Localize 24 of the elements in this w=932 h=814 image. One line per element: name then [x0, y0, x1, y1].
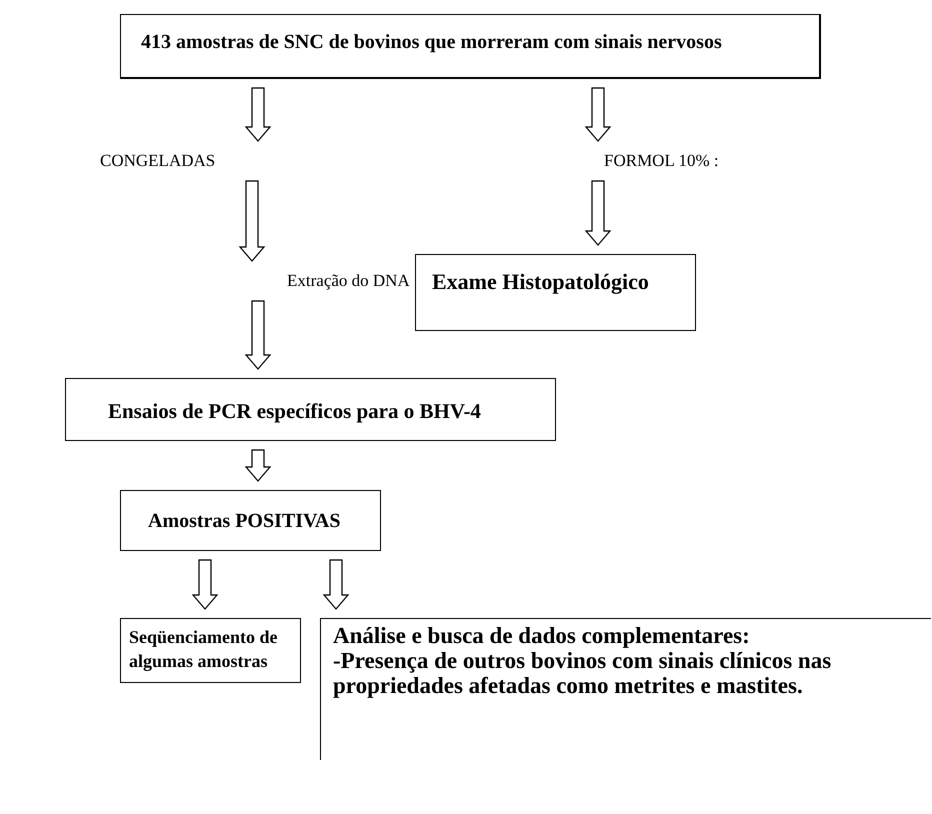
process-box	[120, 618, 301, 683]
hollow-down-arrow	[584, 87, 612, 142]
process-box	[65, 378, 556, 441]
box-heading: Seqüenciamento de algumas amostras	[129, 626, 278, 673]
box-heading: Exame Histopatológico	[432, 268, 650, 296]
box-heading: 413 amostras de SNC de bovinos que morreram com sinais nervosos	[141, 30, 723, 55]
box-heading: Análise e busca de dados complementares:	[333, 623, 751, 648]
hollow-down-arrow	[244, 300, 272, 370]
hollow-down-arrow	[584, 180, 612, 246]
box-heading: Ensaios de PCR específicos para o BHV-4	[108, 398, 482, 425]
hollow-down-arrow	[322, 559, 350, 610]
process-box	[320, 618, 931, 760]
hollow-down-arrow	[244, 87, 272, 142]
process-box	[120, 490, 381, 551]
process-box	[120, 14, 821, 79]
hollow-down-arrow	[192, 559, 218, 610]
hollow-down-arrow	[244, 449, 272, 482]
box-text: -Presença de outros bovinos com sinais clínicos nas propriedades afetadas como metrites e mastites.	[333, 648, 832, 698]
step-label: CONGELADAS	[100, 150, 220, 172]
hollow-down-arrow	[238, 180, 266, 262]
box-heading: Amostras POSITIVAS	[148, 509, 342, 534]
step-label: FORMOL 10% :	[604, 150, 739, 172]
process-box	[415, 254, 696, 331]
step-label: Extração do DNA	[287, 270, 412, 292]
